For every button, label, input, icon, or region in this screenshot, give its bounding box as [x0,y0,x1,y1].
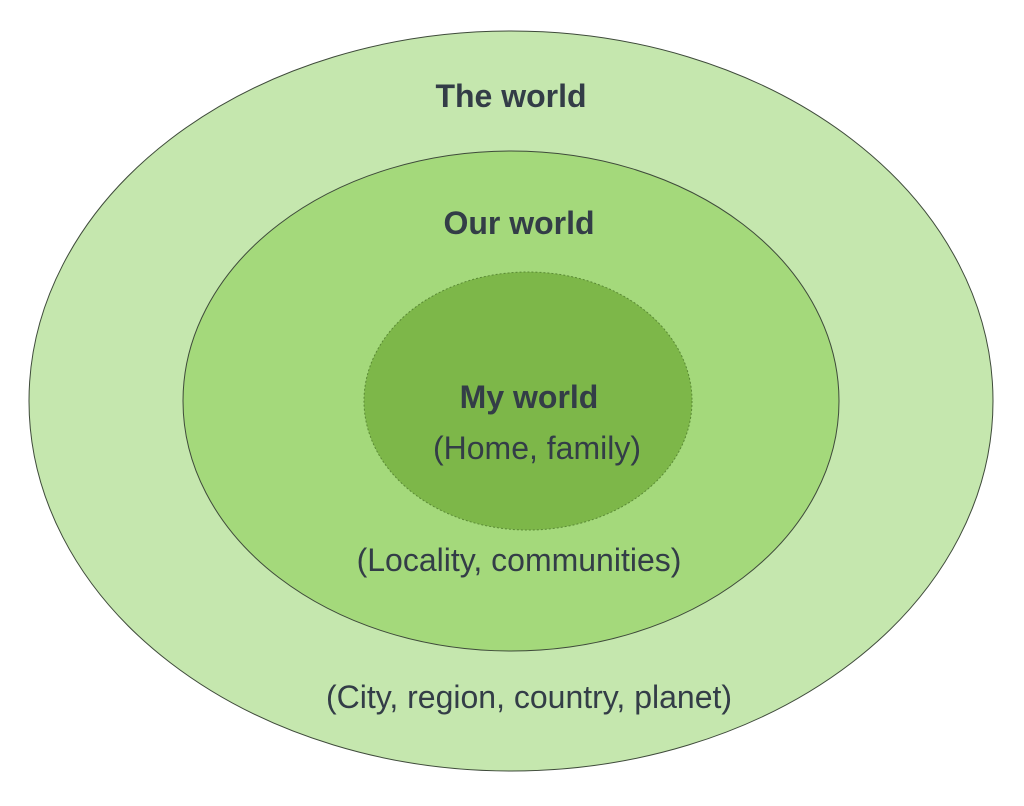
inner-title: My world [459,379,599,415]
inner-subtitle: (Home, family) [432,430,642,466]
outer-title: The world [435,78,587,114]
middle-title: Our world [443,205,595,241]
middle-subtitle: (Locality, communities) [356,542,682,578]
inner-ellipse-my-world [363,271,693,531]
outer-subtitle: (City, region, country, planet) [325,679,733,715]
